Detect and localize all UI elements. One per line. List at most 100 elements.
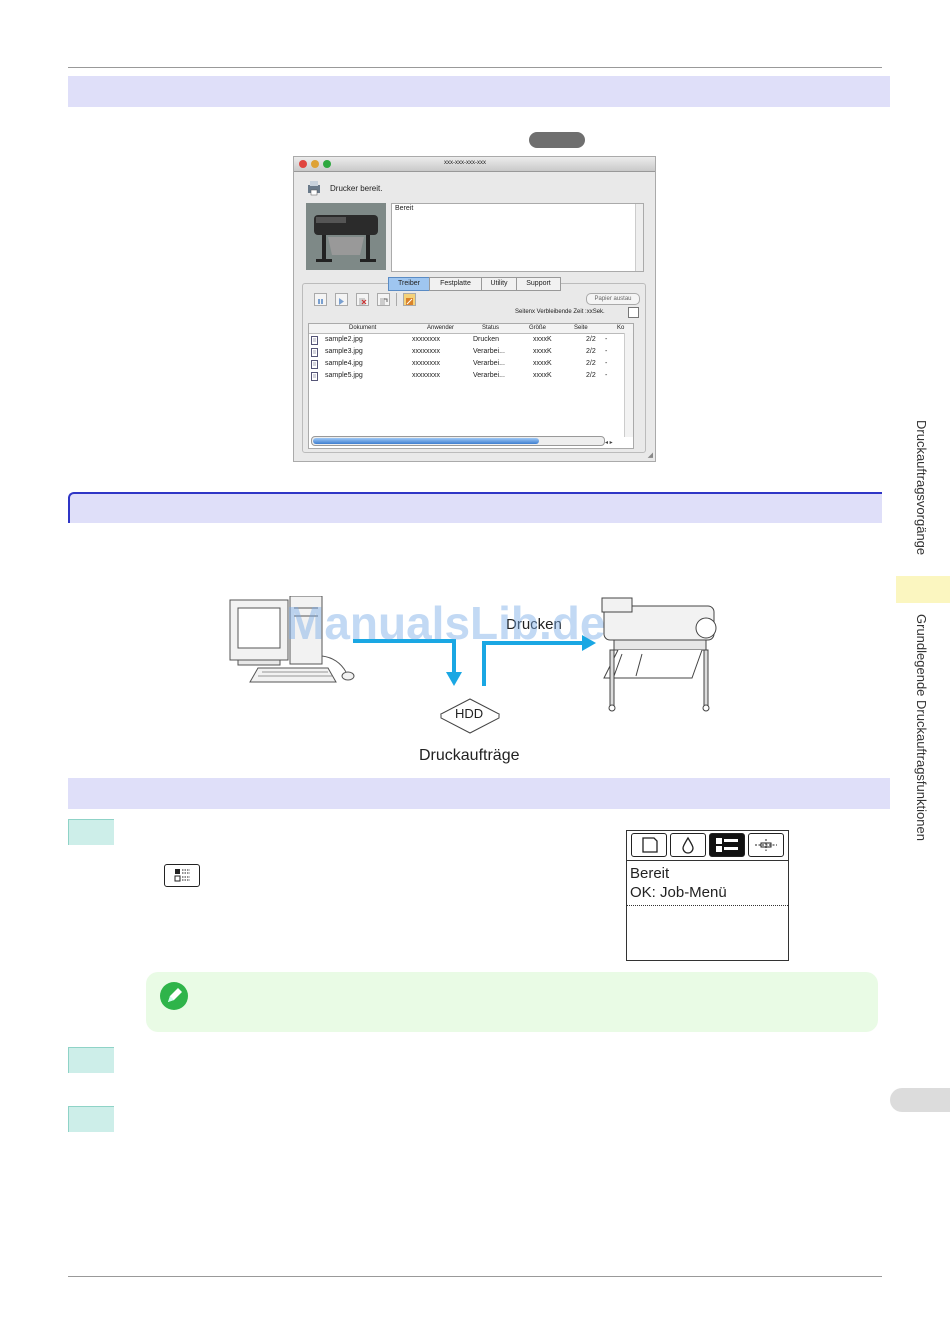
col-dokument[interactable]: Dokument <box>349 325 377 331</box>
tab-support[interactable]: Support <box>516 277 561 291</box>
close-window-icon[interactable] <box>299 160 307 168</box>
cell-seite: 2/2 <box>586 372 596 379</box>
minimize-window-icon[interactable] <box>311 160 319 168</box>
cell-dokument: sample4.jpg <box>325 360 363 367</box>
remaining-time-text: Seitenx Verbleibende Zeit :xxSek. <box>515 309 605 315</box>
control-panel-display: Bereit OK: Job-Menü <box>626 830 789 961</box>
resume-job-button[interactable] <box>335 293 348 306</box>
cell-groesse: xxxxK <box>533 372 552 379</box>
scroll-arrows-icon[interactable]: ◂ ▸ <box>605 440 613 446</box>
cell-kopien: - <box>605 336 608 343</box>
cell-seite: 2/2 <box>586 348 596 355</box>
table-row[interactable]: sample2.jpg xxxxxxxx Drucken xxxxK 2/2 - <box>309 335 623 346</box>
cell-dokument: sample3.jpg <box>325 348 363 355</box>
cell-status: Drucken <box>473 336 500 343</box>
job-list: Dokument Anwender Status Größe Seite Ko … <box>308 323 634 449</box>
job-menu-key-icon[interactable] <box>164 864 200 887</box>
col-status[interactable]: Status <box>482 325 500 331</box>
cell-dokument: sample5.jpg <box>325 372 363 379</box>
sidebar-active-tab[interactable] <box>896 576 950 603</box>
cell-status: Verarbei... <box>473 372 505 379</box>
flow-arrows <box>353 635 596 686</box>
jobs-label: Druckaufträge <box>419 747 520 764</box>
col-anwender[interactable]: Anwender <box>427 325 455 331</box>
document-icon <box>311 360 318 369</box>
delete-job-button[interactable] <box>356 293 369 306</box>
settings-tab-icon[interactable] <box>748 833 784 857</box>
col-groesse[interactable]: Größe <box>529 325 547 331</box>
status-text: Drucker bereit. <box>330 184 383 193</box>
message-scrollbar[interactable] <box>635 204 643 271</box>
cell-kopien: - <box>605 360 608 367</box>
hdd-label: HDD <box>455 706 484 721</box>
sidebar-label-1[interactable]: Druckauftragsvorgänge <box>914 420 929 556</box>
cell-anwender: xxxxxxxx <box>412 348 440 355</box>
col-seite[interactable]: Seite <box>574 325 588 331</box>
panel-line-2: OK: Job-Menü <box>630 884 727 901</box>
cell-status: Verarbei... <box>473 360 505 367</box>
job-list-header: Dokument Anwender Status Größe Seite Ko <box>309 324 633 334</box>
reprint-job-button[interactable] <box>377 293 390 306</box>
cell-status: Verarbei... <box>473 348 505 355</box>
dialog-titlebar: xxx-xxx-xxx-xxx <box>294 157 655 172</box>
table-row[interactable]: sample3.jpg xxxxxxxx Verarbei... xxxxK 2… <box>309 347 623 358</box>
resize-grip-icon[interactable]: ◢ <box>647 452 653 459</box>
cell-kopien: - <box>605 348 608 355</box>
step-marker-2 <box>68 1047 114 1073</box>
print-flow-diagram: Drucken ManualsLib.de HDD Druckaufträge <box>200 580 740 770</box>
printer-image <box>306 203 386 270</box>
watermark: ManualsLib.de <box>286 597 606 649</box>
section-header-band-3 <box>68 778 890 809</box>
preview-button[interactable] <box>403 293 416 306</box>
dialog-title: xxx-xxx-xxx-xxx <box>444 160 486 166</box>
scrollbar-thumb[interactable] <box>313 438 539 444</box>
cell-groesse: xxxxK <box>533 336 552 343</box>
sidebar-label-2[interactable]: Grundlegende Druckauftragsfunktionen <box>914 614 929 841</box>
top-rule <box>68 67 882 68</box>
message-text: Bereit <box>395 205 414 212</box>
cell-anwender: xxxxxxxx <box>412 336 440 343</box>
document-icon <box>311 348 318 357</box>
paper-change-button[interactable]: Papier austau <box>586 293 640 305</box>
note-box <box>146 972 878 1032</box>
message-box: Bereit <box>391 203 644 272</box>
printer-status-icon <box>308 181 320 196</box>
printer-illustration-icon <box>306 203 386 270</box>
cell-groesse: xxxxK <box>533 360 552 367</box>
table-row[interactable]: sample5.jpg xxxxxxxx Verarbei... xxxxK 2… <box>309 371 623 382</box>
document-icon <box>311 372 318 381</box>
ink-tab-icon[interactable] <box>670 833 706 857</box>
cell-seite: 2/2 <box>586 336 596 343</box>
list-vertical-scrollbar[interactable] <box>624 333 633 437</box>
step-marker-1 <box>68 819 114 845</box>
large-format-printer-icon <box>601 597 717 712</box>
print-label: Drucken <box>506 616 562 633</box>
section-header-band-2 <box>68 492 882 523</box>
hdd-icon <box>439 698 501 734</box>
os-badge <box>529 132 585 148</box>
panel-dotted-divider <box>627 905 788 906</box>
list-horizontal-scrollbar[interactable] <box>311 436 605 446</box>
step-marker-3 <box>68 1106 114 1132</box>
tab-festplatte[interactable]: Festplatte <box>429 277 482 291</box>
tab-treiber[interactable]: Treiber <box>388 277 430 291</box>
bottom-rule <box>68 1276 882 1277</box>
tab-utility[interactable]: Utility <box>481 277 517 291</box>
toolbar-divider <box>396 293 397 306</box>
printer-status-dialog: xxx-xxx-xxx-xxx Drucker bereit. Bereit T… <box>293 156 656 462</box>
col-kopien[interactable]: Ko <box>617 325 625 331</box>
panel-line-1: Bereit <box>630 865 670 882</box>
cell-anwender: xxxxxxxx <box>412 372 440 379</box>
zoom-window-icon[interactable] <box>323 160 331 168</box>
pause-job-button[interactable] <box>314 293 327 306</box>
sidebar-page-tab[interactable] <box>890 1088 950 1112</box>
job-tab-icon[interactable] <box>709 833 745 857</box>
paper-tab-icon[interactable] <box>631 833 667 857</box>
section-header-band <box>68 76 890 107</box>
job-menu-glyph <box>174 869 190 882</box>
computer-icon <box>229 596 355 683</box>
cell-anwender: xxxxxxxx <box>412 360 440 367</box>
detail-icon[interactable] <box>628 307 639 318</box>
cell-groesse: xxxxK <box>533 348 552 355</box>
table-row[interactable]: sample4.jpg xxxxxxxx Verarbei... xxxxK 2… <box>309 359 623 370</box>
